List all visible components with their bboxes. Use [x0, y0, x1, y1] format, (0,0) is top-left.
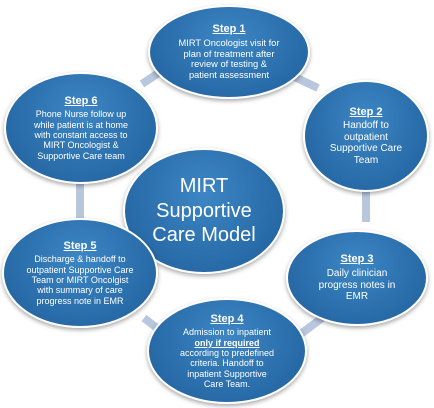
center-line-3: Care Model	[152, 224, 256, 247]
step-5-node: Step 5 Discharge & handoff to outpatient…	[2, 218, 158, 328]
step-6-line: Supportive Care team	[37, 150, 125, 161]
center-title: MIRT Supportive Care Model	[123, 148, 285, 274]
step-2-line: Team	[353, 154, 379, 166]
step-2-line: Handoff to	[343, 120, 389, 132]
step-1-title: Step 1	[212, 23, 246, 36]
step-3-line: progress notes in	[318, 279, 396, 291]
step-6-line: MIRT Oncologist &	[43, 140, 119, 151]
step-6-line: with constant access to	[34, 130, 128, 141]
step-2-line: outpatient	[344, 131, 388, 143]
step-4-node: Step 4 Admission to inpatient only if re…	[147, 298, 307, 404]
step-6-line: while patient is at home	[33, 119, 129, 130]
step-5-line: progress note in EMR	[36, 295, 124, 306]
step-4-title: Step 4	[210, 312, 244, 325]
center-line-1: MIRT	[179, 175, 229, 198]
step-2-line: Supportive Care	[329, 143, 403, 155]
step-5-line: with summary of care	[37, 285, 123, 296]
step-2-node: Step 2 Handoff to outpatient Supportive …	[303, 80, 429, 192]
step-4-line: Admission to inpatient	[182, 327, 272, 338]
step-5-line: outpatient Supportive Care	[26, 264, 134, 275]
step-1-line: plan of treatment after	[183, 48, 275, 59]
step-4-line: according to predefined	[179, 347, 275, 358]
step-5-line: Team or MIRT Oncolgist	[31, 275, 129, 286]
step-5-line: Discharge & handoff to	[34, 254, 126, 265]
step-1-line: MIRT Oncologist visit for	[178, 37, 280, 48]
step-2-title: Step 2	[349, 105, 383, 118]
step-6-title: Step 6	[64, 94, 98, 107]
step-3-title: Step 3	[340, 253, 374, 266]
center-line-2: Supportive	[156, 199, 252, 222]
step-6-line: Phone Nurse follow up	[35, 109, 127, 120]
step-4-emphasis: only if required	[194, 337, 260, 348]
step-3-line: EMR	[345, 291, 369, 303]
step-4-line: inpatient Supportive	[187, 368, 267, 379]
step-3-node: Step 3 Daily clinician progress notes in…	[286, 230, 428, 326]
step-3-line: Daily clinician	[326, 268, 388, 280]
step-6-node: Step 6 Phone Nurse follow up while patie…	[4, 72, 158, 184]
step-5-title: Step 5	[63, 239, 97, 252]
step-4-line: criteria. Handoff to	[190, 358, 264, 369]
step-1-line: review of testing &	[191, 59, 267, 70]
step-4-line: Care Team.	[203, 379, 251, 389]
step-1-line: patient assessment	[188, 70, 270, 80]
step-1-node: Step 1 MIRT Oncologist visit for plan of…	[148, 5, 310, 99]
